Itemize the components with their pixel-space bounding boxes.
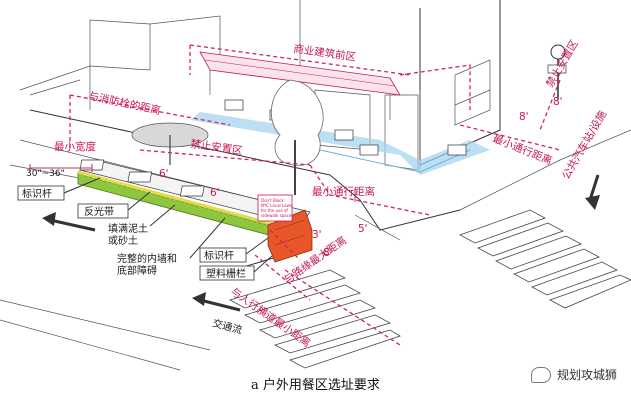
label-traffic-flow: 交通流 (211, 316, 243, 336)
callout-plastic-fence: 塑料栅栏 (199, 255, 273, 281)
dim-3: 3' (312, 229, 322, 241)
callout-marker-post-1: 标识杆 (17, 177, 101, 201)
street-tree (271, 79, 324, 195)
label-min-passage-1: 最小通行距离 (312, 185, 375, 198)
barrier-planter (77, 170, 281, 239)
label-fire-hydrant-distance: 与消防栓的距离 (87, 89, 162, 117)
svg-text:标识杆: 标识杆 (204, 250, 234, 262)
watermark-text: 规划攻城狮 (556, 368, 617, 382)
callout-fill-soil: 填满泥土或砂土 (108, 204, 176, 247)
callout-marker-post-2: 标识杆 (199, 237, 269, 263)
dim-8-a: 8' (519, 111, 529, 123)
umbrella (131, 122, 209, 165)
callout-reflective-strip: 反光带 (77, 191, 151, 219)
svg-text:Don't Block: Don't Block (261, 198, 285, 203)
orange-water-barrier (267, 209, 313, 263)
building-front-shade (190, 112, 490, 175)
label-bus-stop: 公共汽车站/设施 (559, 108, 609, 182)
watermark: 规划攻城狮 (530, 366, 617, 383)
label-no-placement-1: 禁止安置区 (190, 137, 244, 157)
label-min-passage-2: 最小通行距离 (491, 132, 554, 168)
callout-barrier: 完整的内墙和底部障碍 (117, 217, 226, 277)
bus-stop-sign (547, 44, 567, 100)
svg-text:NYC Local Laws: NYC Local Laws (261, 203, 292, 208)
label-width-range: 30"~36" (26, 169, 65, 179)
svg-text:填满泥土或砂土: 填满泥土或砂土 (108, 222, 148, 247)
svg-text:完整的内墙和底部障碍: 完整的内墙和底部障碍 (117, 252, 177, 277)
dimension-lines (29, 44, 561, 346)
dim-8-c: 8' (553, 96, 563, 108)
dining-platform (79, 159, 311, 226)
svg-text:标识杆: 标识杆 (22, 188, 52, 200)
awning (199, 51, 401, 120)
figure-caption: a 户外用餐区选址要求 (251, 378, 380, 393)
dim-6-b: 6' (210, 187, 220, 199)
dim-8-b: 8' (323, 247, 333, 259)
svg-text:for the use of: for the use of (261, 208, 288, 213)
building-left (19, 15, 221, 110)
wechat-icon (530, 366, 551, 383)
dim-5: 5' (358, 223, 368, 235)
crosswalk-bottom (228, 269, 401, 369)
dim-6-a: 6' (159, 168, 169, 180)
info-sign: Don't Block NYC Local Laws for the use o… (257, 194, 293, 222)
svg-text:反光带: 反光带 (84, 205, 114, 218)
traffic-arrows (42, 174, 600, 312)
svg-text:sidewalk spaces: sidewalk spaces (261, 213, 293, 218)
crosswalk-right (459, 209, 631, 309)
label-min-width: 最小宽度 (54, 140, 96, 153)
label-no-placement-2: 禁止安置区 (543, 38, 581, 90)
svg-text:塑料栅栏: 塑料栅栏 (206, 267, 246, 280)
